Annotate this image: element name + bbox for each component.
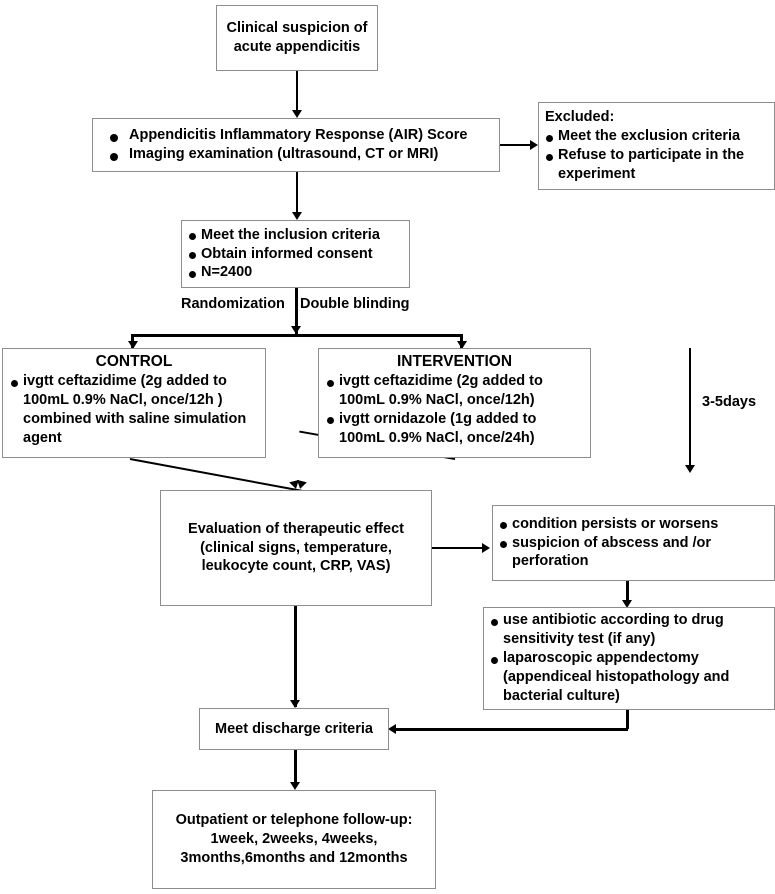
node-clinical-suspicion: Clinical suspicion of acute appendicitis [216,5,378,71]
arrowhead-inclusion-down [291,326,301,334]
inclusion-bullet-list: Meet the inclusion criteria Obtain infor… [188,226,403,283]
intervention-title: INTERVENTION [396,353,513,370]
screening-bullet-1: Imaging examination (ultrasound, CT or M… [103,145,489,164]
evaluation-line3: leukocyte count, CRP, VAS) [201,558,391,575]
node-rescue-treatment: use antibiotic according to drug sensiti… [483,607,775,710]
screening-bullet-0: Appendicitis Inflammatory Response (AIR)… [103,126,489,145]
screening-bullet-list: Appendicitis Inflammatory Response (AIR)… [103,126,489,164]
arrowhead-screening-to-excluded [530,140,538,150]
connector-control-to-evaluation [129,458,303,492]
arrowhead-rescue-to-discharge [388,724,396,734]
randomization-label-left: Randomization [181,296,285,312]
connector-duration-arrow [689,348,691,468]
arrowhead-split-to-control [128,341,138,349]
rescue-bullet-1: laparoscopic appendectomy (appendiceal h… [490,649,768,706]
discharge-label: Meet discharge criteria [215,720,373,737]
arrowhead-evaluation-to-discharge [290,700,300,708]
excluded-bullet-list: Meet the exclusion criteria Refuse to pa… [545,127,768,184]
node-control: CONTROL ivgtt ceftazidime (2g added to 1… [2,348,266,458]
connector-screening-to-excluded [500,144,532,146]
evaluation-line1: Evaluation of therapeutic effect [188,520,404,537]
arrowhead-suspicion-to-screening [292,110,302,118]
intervention-bullet-0: ivgtt ceftazidime (2g added to 100mL 0.9… [326,372,583,410]
arrowhead-split-to-intervention [457,341,467,349]
control-bullet-0: ivgtt ceftazidime (2g added to 100mL 0.9… [10,372,258,447]
excluded-bullet-0: Meet the exclusion criteria [545,127,768,146]
connector-suspicion-to-screening [296,71,298,111]
failure-bullet-list: condition persists or worsens suspicion … [499,515,768,572]
failure-bullet-1: suspicion of abscess and /or perforation [499,534,768,572]
connector-screening-to-inclusion [296,172,298,214]
connector-rescue-to-discharge [396,728,628,731]
node-screening: Appendicitis Inflammatory Response (AIR)… [92,118,500,172]
excluded-bullet-1: Refuse to participate in the experiment [545,146,768,184]
connector-discharge-to-followup [294,750,297,787]
excluded-header: Excluded: [545,109,615,126]
connector-rescue-down [626,710,629,729]
rescue-bullet-list: use antibiotic according to drug sensiti… [490,611,768,705]
node-intervention: INTERVENTION ivgtt ceftazidime (2g added… [318,348,591,458]
arrowhead-duration [685,465,695,473]
followup-line3: 3months,6months and 12months [180,849,408,866]
node-evaluation: Evaluation of therapeutic effect (clinic… [160,490,432,606]
connector-evaluation-to-discharge [294,606,297,707]
node-failure-criteria: condition persists or worsens suspicion … [492,505,775,581]
connector-evaluation-to-failure [432,547,484,549]
intervention-bullet-list: ivgtt ceftazidime (2g added to 100mL 0.9… [326,372,583,447]
connector-split-bus [131,334,462,337]
duration-label: 3-5days [702,394,757,410]
inclusion-bullet-2: N=2400 [188,263,403,282]
followup-line1: Outpatient or telephone follow-up: [175,812,413,829]
clinical-suspicion-line2: acute appendicitis [233,39,361,55]
followup-line2: 1week, 2weeks, 4weeks, [210,831,378,848]
intervention-bullet-1: ivgtt ornidazole (1g added to 100mL 0.9%… [326,410,583,448]
arrowhead-discharge-to-followup [290,782,300,790]
connector-inclusion-down [295,288,298,335]
arrowhead-screening-to-inclusion [292,212,302,220]
node-excluded: Excluded: Meet the exclusion criteria Re… [538,102,775,190]
rescue-bullet-0: use antibiotic according to drug sensiti… [490,611,768,649]
failure-bullet-0: condition persists or worsens [499,515,768,534]
control-bullet-list: ivgtt ceftazidime (2g added to 100mL 0.9… [10,372,258,447]
control-title: CONTROL [95,353,173,370]
clinical-suspicion-line1: Clinical suspicion of [226,20,368,37]
inclusion-bullet-0: Meet the inclusion criteria [188,226,403,245]
arrowhead-evaluation-to-failure [482,543,490,553]
evaluation-line2: (clinical signs, temperature, [200,539,392,556]
connector-failure-to-rescue [626,581,629,604]
node-inclusion: Meet the inclusion criteria Obtain infor… [181,220,410,288]
arrowhead-failure-to-rescue [622,600,632,608]
randomization-label-right: Double blinding [300,296,410,312]
inclusion-bullet-1: Obtain informed consent [188,245,403,264]
node-discharge-criteria: Meet discharge criteria [199,708,389,750]
node-followup: Outpatient or telephone follow-up: 1week… [152,790,436,889]
